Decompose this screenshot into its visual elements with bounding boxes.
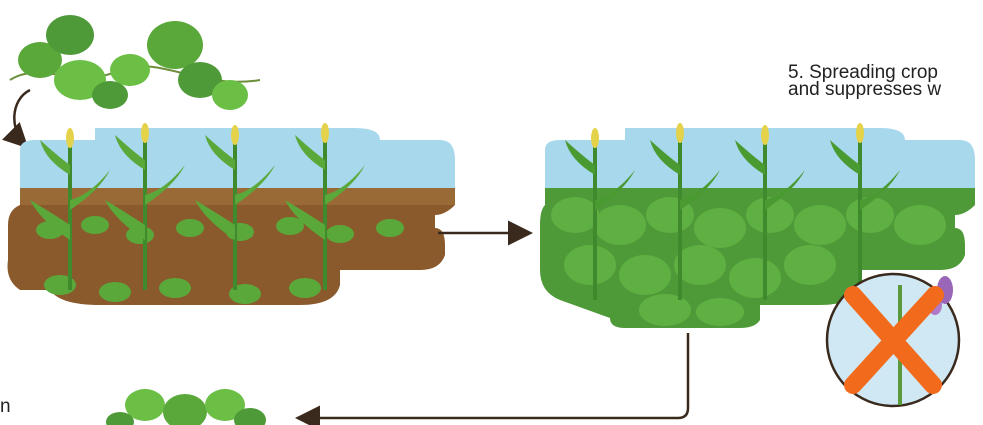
bottom-bean-plant-icon xyxy=(106,389,266,425)
top-bean-plant-icon xyxy=(10,15,260,110)
arrow-return xyxy=(300,333,688,418)
panel-left-field xyxy=(8,123,456,305)
arrow-down-left xyxy=(14,90,30,145)
no-weeds-icon xyxy=(827,274,959,406)
side-text-fragment: n xyxy=(0,396,11,418)
step-caption: 5. Spreading crop and suppresses w xyxy=(788,64,941,98)
caption-line-2: and suppresses w xyxy=(788,81,941,98)
